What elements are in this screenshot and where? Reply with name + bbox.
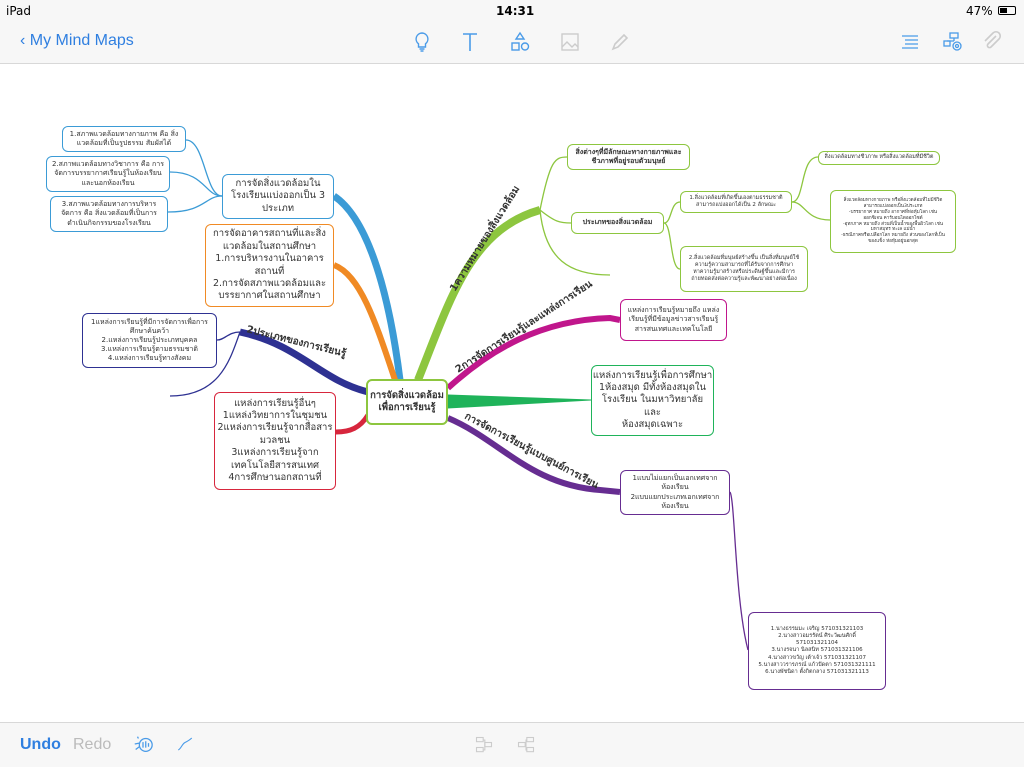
mind-map-canvas[interactable]: 1ความหมายของสิ่งแวดล้อม 2ประเภทของการเรี… bbox=[0, 65, 1024, 722]
image-icon[interactable] bbox=[558, 30, 582, 54]
add-child-topic-icon[interactable] bbox=[474, 735, 494, 755]
branch-red bbox=[335, 413, 371, 435]
node-living-env[interactable]: สิ่งแวดล้อมทางชีวภาพ หรือสิ่งแวดล้อมที่ม… bbox=[818, 151, 940, 165]
magic-hand-icon[interactable] bbox=[132, 733, 154, 755]
node-env-meaning[interactable]: สิ่งต่างๆที่มีลักษณะทางกายภาพและ ชีวภาพท… bbox=[567, 144, 690, 170]
back-label: My Mind Maps bbox=[29, 32, 134, 49]
node-building-env[interactable]: การจัดอาคารสถานที่และสิ่ง แวดล้อมในสถานศ… bbox=[205, 224, 334, 307]
node-learning-types[interactable]: 1แหล่งการเรียนรู้ที่มีการจัดการเพื่อการ … bbox=[82, 313, 217, 368]
node-natural-env[interactable]: 1.สิ่งแวดล้อมที่เกิดขึ้นเองตามธรรมชาติ ส… bbox=[680, 191, 792, 213]
redo-button[interactable]: Redo bbox=[73, 736, 112, 753]
battery-icon bbox=[998, 6, 1016, 15]
pencil-icon[interactable] bbox=[608, 30, 632, 54]
branch-lime bbox=[414, 206, 542, 382]
outline-list-icon[interactable] bbox=[898, 30, 922, 54]
node-env-types[interactable]: ประเภทของสิ่งแวดล้อม bbox=[571, 212, 664, 234]
lightbulb-icon[interactable] bbox=[410, 30, 434, 54]
node-learning-center[interactable]: 1แบบไม่แยกเป็นเอกเทศจาก ห้องเรียน 2แบบแย… bbox=[620, 470, 730, 515]
back-button[interactable]: ‹ My Mind Maps bbox=[20, 32, 134, 49]
node-admin-env[interactable]: 3.สภาพแวดล้อมทางการบริหาร จัดการ คือ สิ่… bbox=[50, 196, 168, 232]
node-source-meaning[interactable]: แหล่งการเรียนรู้หมายถึง แหล่ง เรียนรู้ที… bbox=[620, 299, 727, 341]
branch-green bbox=[447, 394, 592, 409]
node-members[interactable]: 1.นางธรรมมะ เจริญ 571031321103 2.นางสาวอ… bbox=[748, 612, 886, 690]
node-library[interactable]: แหล่งการเรียนรู้เพื่อการศึกษา 1ห้องสมุด … bbox=[591, 365, 714, 436]
node-nonliving-env[interactable]: สิ่งแวดล้อมทางกายภาพ หรือสิ่งแวดล้อมที่ไ… bbox=[830, 190, 956, 253]
node-physical-env[interactable]: 1.สภาพแวดล้อมทางกายภาพ คือ สิ่ง แวดล้อมท… bbox=[62, 126, 186, 152]
central-topic[interactable]: การจัดสิ่งแวดล้อม เพื่อการเรียนรู้ bbox=[366, 379, 448, 425]
node-school-environment[interactable]: การจัดสิ่งแวดล้อมใน โรงเรียนแบ่งออกเป็น … bbox=[222, 174, 334, 219]
node-academic-env[interactable]: 2.สภาพแวดล้อมทางวิชาการ คือ การ จัดการบร… bbox=[46, 156, 170, 192]
bottom-toolbar: Undo Redo bbox=[0, 722, 1024, 767]
branch-purple bbox=[446, 415, 621, 495]
branch-orange bbox=[332, 262, 398, 381]
attachment-icon[interactable] bbox=[980, 30, 1004, 54]
map-settings-icon[interactable] bbox=[942, 30, 966, 54]
node-manmade-env[interactable]: 2.สิ่งแวดล้อมที่มนุษย์สร้างขึ้น เป็นสิ่ง… bbox=[680, 246, 808, 292]
branch-label-purple[interactable]: การจัดการเรียนรู้แบบศูนย์การเรียน bbox=[462, 410, 601, 492]
node-other-sources[interactable]: แหล่งการเรียนรู้อื่นๆ 1แหล่งวิทยาการในชุ… bbox=[214, 392, 336, 490]
shapes-icon[interactable] bbox=[508, 30, 532, 54]
undo-button[interactable]: Undo bbox=[20, 736, 61, 753]
device-label: iPad bbox=[6, 4, 32, 18]
branch-blue bbox=[331, 193, 404, 381]
branch-lines: 1ความหมายของสิ่งแวดล้อม 2ประเภทของการเรี… bbox=[167, 139, 831, 651]
branch-label-magenta[interactable]: 2การจัดการเรียนรู้และแหล่งการเรียน bbox=[453, 278, 595, 377]
nav-bar: ‹ My Mind Maps bbox=[0, 22, 1024, 64]
connector-line-icon[interactable] bbox=[176, 735, 194, 753]
branch-magenta bbox=[445, 314, 621, 391]
add-sibling-topic-icon[interactable] bbox=[516, 735, 536, 755]
branch-label-lime[interactable]: 1ความหมายของสิ่งแวดล้อม bbox=[446, 183, 523, 294]
battery-percent: 47% bbox=[966, 4, 993, 18]
text-icon[interactable] bbox=[458, 30, 482, 54]
clock: 14:31 bbox=[496, 4, 535, 18]
status-bar: iPad 14:31 47% bbox=[0, 0, 1024, 22]
branch-navy bbox=[239, 328, 369, 396]
